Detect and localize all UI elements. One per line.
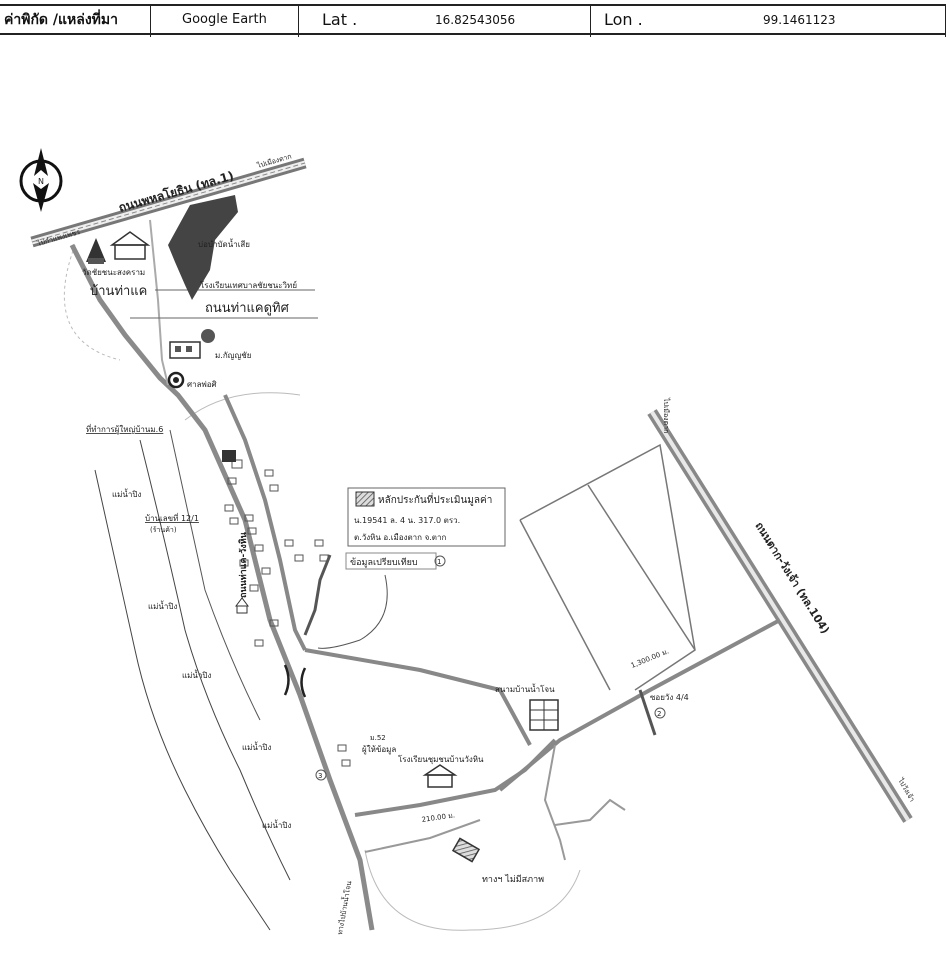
house-icon: [169, 329, 215, 359]
distance-bottom: 210.00 ม.: [421, 811, 455, 824]
lat-label: Lat .: [322, 10, 358, 29]
river-label: แม่น้ำปิง: [182, 669, 211, 680]
school-bottom-label: โรงเรียนชุมชนบ้านวังหิน: [398, 754, 484, 764]
contour-arc: [469, 869, 581, 931]
land-plot-line: [519, 519, 611, 691]
river-label: แม่น้ำปิง: [148, 600, 177, 611]
header-divider: [945, 4, 946, 37]
bottom-road-label: ทางไปบ้านน้ำโจน: [333, 880, 353, 936]
village-number-label: บ้านเลขที่ 12/1: [145, 512, 199, 523]
highway-1-center-line: [31, 162, 306, 243]
legend-line-1: น.19541 ล. 4 น. 317.0 ตรว.: [354, 516, 460, 525]
contour-arc: [364, 849, 471, 931]
school-top-label: โรงเรียนเทศบาลชัยชนะวิทย์: [200, 280, 297, 290]
marker-3-number: 3: [318, 772, 322, 780]
subject-property-marker: [451, 837, 481, 863]
north-letter: N: [38, 177, 44, 186]
stadium-icon: [529, 699, 559, 731]
contour-arc: [184, 392, 301, 421]
legend-title: หลักประกันที่ประเมินมูลค่า: [378, 492, 492, 506]
river-bank: [139, 439, 291, 881]
coordinate-header: ค่าพิกัด /แหล่งที่มา Google Earth Lat . …: [0, 4, 946, 37]
road-lane: [543, 744, 566, 861]
road-lane: [554, 798, 626, 826]
river-label: แม่น้ำปิง: [262, 819, 291, 830]
legend-line-2: ต.วังหิน อ.เมืองตาก จ.ตาก: [354, 533, 446, 542]
house-label: ม.กัญญชัย: [215, 351, 251, 360]
shrine-icon: [167, 371, 185, 389]
coord-source-label: ค่าพิกัด /แหล่งที่มา: [4, 11, 118, 28]
village-house-icon: [235, 597, 249, 614]
river-label: แม่น้ำปิง: [112, 488, 141, 499]
pond-label: บ่อบำบัดน้ำเสีย: [198, 238, 250, 249]
highway-104-to-top: ไปเมืองตาก: [662, 397, 671, 433]
comparison-link: [317, 574, 388, 649]
legend-box: หลักประกันที่ประเมินมูลค่า น.19541 ล. 4 …: [347, 487, 506, 547]
alley-marker: [654, 707, 666, 719]
village-52-label: ม.52: [370, 734, 386, 742]
shrine-label: ศาลพ่อศิ: [187, 380, 217, 389]
river-label: แม่น้ำปิง: [242, 741, 271, 752]
road-short: [303, 554, 332, 636]
river-bank: [94, 469, 271, 931]
road-west: [69, 243, 375, 931]
lon-value: 99.1461123: [763, 12, 836, 27]
marker-3: [315, 769, 327, 781]
road-lane: [364, 819, 481, 853]
highway-104-center: [650, 410, 910, 822]
land-plot-line: [587, 484, 696, 651]
village-number-sub: (ร้านค้า): [150, 526, 177, 534]
road-lane-dark: [638, 689, 657, 736]
temple-icon: [86, 238, 106, 264]
road-east: [149, 219, 169, 386]
legend-swatch: [355, 491, 375, 507]
comparison-number: 1: [437, 558, 441, 566]
local-road-label: ถนนท่าแค-วังหิน: [238, 531, 249, 598]
school-icon: [109, 231, 151, 260]
distance-right: 1,300.00 ม.: [630, 647, 670, 669]
contour-arc: [63, 244, 121, 361]
alley-number: 2: [657, 710, 661, 718]
coord-source-value: Google Earth: [182, 12, 267, 27]
building-dark: [222, 450, 236, 462]
road-to-stadium: [304, 648, 532, 746]
road-tha-khae-label: ถนนท่าแคดูทิศ: [205, 301, 290, 316]
road-bottom: [354, 738, 557, 817]
lat-value: 16.82543056: [435, 12, 516, 27]
north-arrow-icon: N: [19, 148, 63, 212]
stadium-label: สนามบ้านน้ำโจน: [495, 683, 555, 694]
village-head-label: ที่ทำการผู้ใหญ่บ้านม.6: [86, 423, 163, 435]
header-divider: [298, 4, 299, 37]
comparison-box: ข้อมูลเปรียบเทียบ 1: [345, 552, 446, 570]
temple-label: วัดชัยชนะสงคราม: [82, 268, 145, 277]
wastewater-pond: [168, 195, 238, 300]
road-to-104: [498, 618, 781, 792]
school-bottom-icon: [422, 764, 458, 788]
informant-label: ผู้ให้ข้อมูล: [362, 745, 396, 755]
highway-104-label: ถนนตาก-วังเจ้า (ทล.104): [752, 520, 831, 636]
village-label: บ้านท่าแค: [90, 284, 147, 299]
road-parallel: [223, 394, 307, 651]
header-divider: [590, 4, 591, 37]
lon-label: Lon .: [604, 10, 643, 29]
header-divider: [150, 4, 151, 37]
river-bank: [169, 429, 261, 721]
building-cluster: [224, 459, 351, 767]
bridge: [283, 664, 307, 698]
subject-label: ทางฯ ไม่มีสภาพ: [482, 874, 544, 885]
comparison-label: ข้อมูลเปรียบเทียบ: [350, 557, 418, 568]
land-plot: [519, 443, 696, 691]
alley-label: ซอยวัง 4/4: [650, 693, 689, 702]
